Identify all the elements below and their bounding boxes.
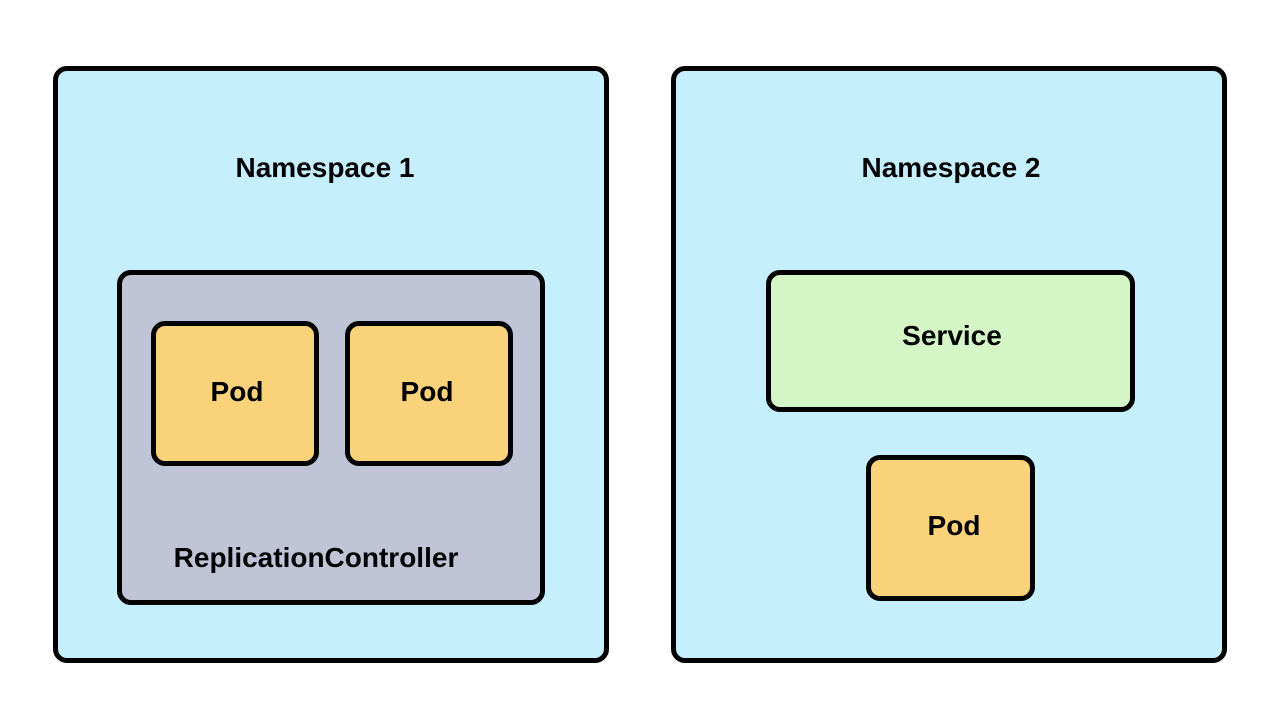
service-box — [766, 270, 1135, 412]
replication-controller-label: ReplicationController — [173, 542, 459, 573]
namespace-1-label: Namespace 1 — [235, 152, 415, 183]
pod-box-2 — [345, 321, 513, 466]
namespace-2-label: Namespace 2 — [861, 152, 1041, 183]
pod-label-3: Pod — [927, 510, 981, 541]
pod-label-1: Pod — [210, 376, 264, 407]
pod-box-1 — [151, 321, 319, 466]
service-label: Service — [902, 320, 1002, 351]
pod-label-2: Pod — [400, 376, 454, 407]
pod-box-3 — [866, 455, 1035, 601]
